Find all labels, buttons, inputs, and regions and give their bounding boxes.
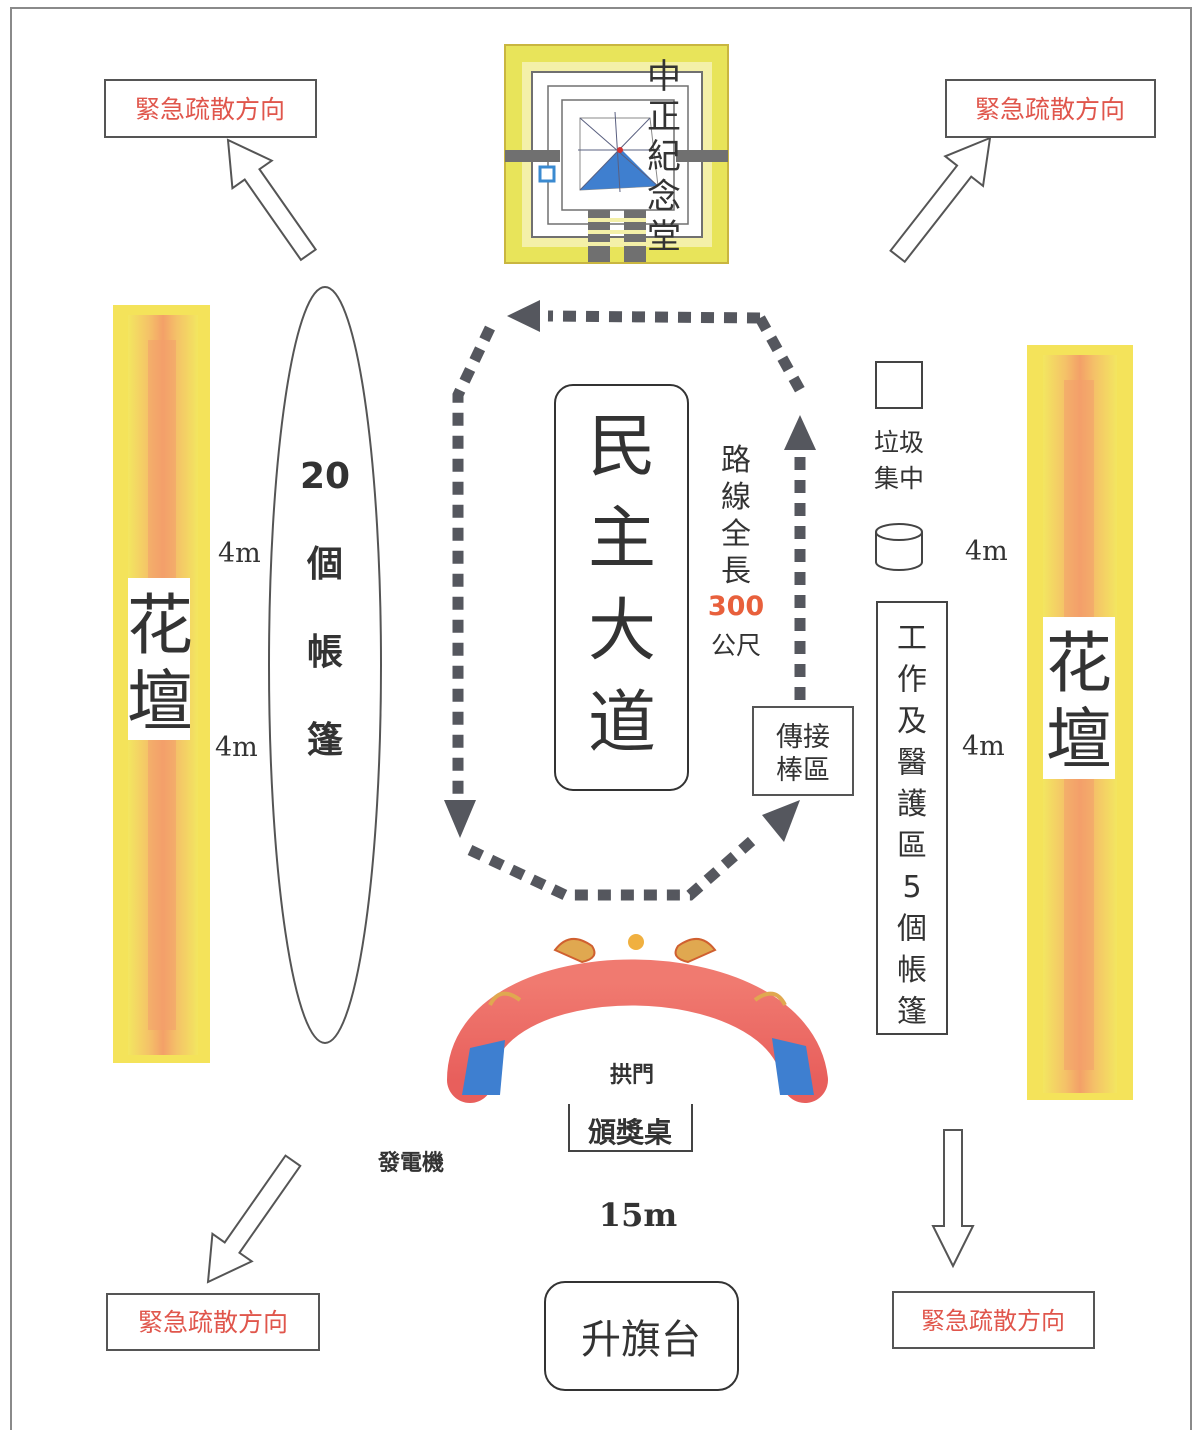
evacuation-label: 緊急疏散方向 (975, 95, 1125, 124)
distance-front: 15m (599, 1196, 678, 1234)
work-medical-char: 護 (897, 787, 927, 822)
route-char: 長 (721, 554, 751, 589)
diagram-frame (10, 7, 1192, 1430)
award-table: 頒獎桌 (568, 1104, 693, 1152)
evacuation-sign-bottom-right: 緊急疏散方向 (892, 1291, 1095, 1349)
route-length-unit: 公尺 (711, 631, 761, 660)
work-medical-char: 個 (897, 912, 927, 947)
arch-label: 拱門 (610, 1062, 654, 1088)
road-name-char: 道 (588, 684, 656, 763)
flower-bed-char: 壇 (1046, 701, 1112, 778)
road-name-char: 大 (588, 592, 656, 671)
work-medical-char: 篷 (897, 995, 927, 1030)
tent-area-char: 篷 (307, 720, 343, 761)
award-table-label: 頒獎桌 (588, 1116, 672, 1149)
hall-name-char: 中 (647, 57, 681, 97)
hall-name-char: 正 (647, 97, 681, 137)
tent-area-char: 帳 (307, 632, 343, 673)
hall-name-char: 念 (647, 177, 681, 217)
race-route (444, 300, 816, 901)
hall-steps (588, 210, 646, 262)
distance-left-upper: 4m (218, 538, 261, 569)
distance-right-upper: 4m (965, 536, 1008, 567)
evacuation-sign-top-left: 緊急疏散方向 (104, 79, 317, 138)
evacuation-label: 緊急疏散方向 (135, 95, 285, 124)
tent-area-label: 20 個帳篷 (300, 456, 350, 761)
trash-bin-square-icon (875, 361, 923, 409)
hall-name-char: 紀 (647, 137, 681, 177)
trash-line: 垃圾 (874, 428, 924, 457)
work-medical-char: 作 (897, 663, 927, 698)
road-name-char: 民 (588, 408, 656, 487)
evacuation-arrow-icon-down-left (206, 1154, 302, 1284)
evacuation-arrow-icon-up-right (889, 136, 992, 264)
arch (447, 934, 828, 1103)
work-medical-char: 工 (897, 621, 927, 656)
distance-left-lower: 4m (215, 732, 258, 763)
distance-right-lower: 4m (962, 731, 1005, 762)
work-medical-char: 及 (897, 704, 927, 739)
evacuation-arrow-icon-down (931, 1129, 975, 1269)
generator-label: 發電機 (377, 1150, 444, 1176)
flower-bed-char: 花 (1046, 625, 1112, 702)
flower-bed-char: 壇 (127, 663, 193, 740)
evacuation-sign-top-right: 緊急疏散方向 (945, 79, 1156, 138)
flower-bed-label: 花壇 (1046, 625, 1112, 778)
dragon-icon (488, 934, 787, 1006)
hall-roof-icon (578, 111, 660, 193)
work-medical-char: 帳 (897, 953, 927, 988)
work-medical-char: 醫 (897, 746, 927, 781)
evacuation-label: 緊急疏散方向 (138, 1308, 288, 1337)
flower-bed-right: 花壇 (1027, 345, 1133, 1100)
baton-zone-line: 棒區 (776, 755, 830, 786)
trash-can-icon (875, 523, 923, 571)
tent-area-char: 20 (300, 456, 350, 497)
trash-line: 集中 (874, 464, 924, 493)
evacuation-label: 緊急疏散方向 (921, 1307, 1065, 1335)
route-char: 線 (721, 480, 751, 515)
evacuation-arrow-icon-up-left (226, 138, 318, 262)
evacuation-sign-bottom-left: 緊急疏散方向 (106, 1293, 320, 1351)
tent-area-char: 個 (306, 544, 343, 585)
work-medical-char: 區 (897, 829, 927, 864)
road-name-char: 主 (588, 500, 656, 579)
route-char: 路 (721, 443, 751, 478)
flag-platform: 升旗台 (544, 1281, 739, 1391)
baton-zone-line: 傳接 (776, 722, 830, 753)
route-length-value: 300 (708, 591, 764, 622)
flower-bed-left: 花壇 (113, 305, 210, 1063)
flower-bed-char: 花 (127, 587, 193, 664)
hall-name-char: 堂 (647, 217, 681, 257)
flag-platform-label: 升旗台 (581, 1317, 701, 1363)
tent-area-left: 20 個帳篷 (268, 286, 382, 1044)
route-char: 全 (721, 517, 751, 552)
work-medical-char: 5 (902, 870, 921, 905)
flower-bed-label: 花壇 (127, 587, 193, 740)
